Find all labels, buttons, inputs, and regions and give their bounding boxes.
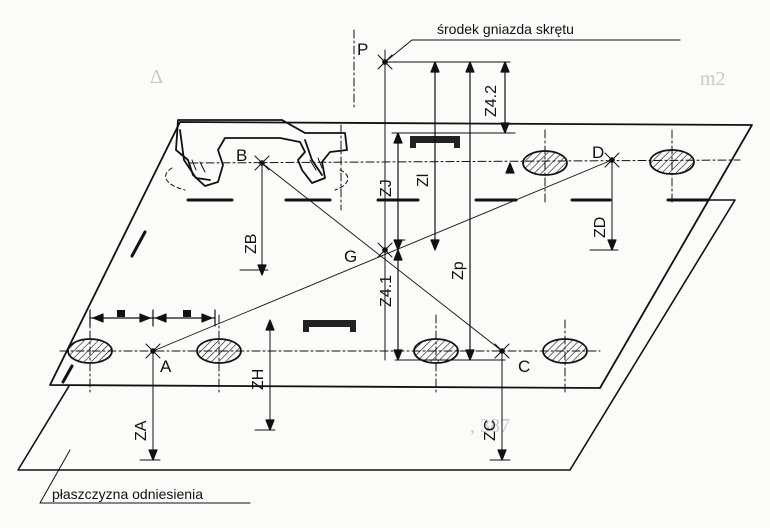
svg-text:m2: m2 — [700, 68, 726, 90]
upper-plate — [49, 121, 753, 389]
dim-label-Z4-1: Z4.1 — [378, 275, 395, 307]
caption-steering-socket-center: środek gniazda skrętu — [437, 21, 574, 37]
dim-label-Z4-2: Z4.2 — [483, 85, 500, 117]
dim-label-ZD: ZD — [592, 217, 609, 238]
label-A: A — [160, 357, 172, 376]
edge-mark-lower — [61, 364, 74, 384]
label-G: G — [344, 247, 357, 266]
horizontal-dimension-A — [89, 309, 216, 327]
label-B: B — [236, 146, 247, 165]
rail-profile — [165, 119, 349, 191]
diagonals — [152, 159, 613, 352]
dim-label-Zl: Zl — [415, 174, 432, 187]
center-lines — [59, 29, 741, 396]
svg-text:, 387: , 387 — [470, 415, 510, 437]
dim-label-ZH: ZH — [250, 369, 267, 390]
dimension-arrows — [148, 61, 617, 461]
label-C: C — [518, 357, 530, 376]
dim-label-ZA: ZA — [133, 420, 150, 441]
edge-mark-upper — [130, 230, 147, 258]
label-D: D — [592, 143, 604, 162]
clamp-plate-bottom — [303, 320, 356, 332]
dim-label-ZC: ZC — [482, 420, 499, 441]
svg-text:Δ: Δ — [150, 66, 163, 88]
dim-label-Zp: Zp — [450, 261, 467, 280]
caption-leader-bottom — [39, 449, 251, 504]
label-P: P — [357, 40, 368, 59]
caption-reference-plane: płaszczyzna odniesienia — [52, 486, 203, 502]
dimension-labels: Z4.2 ZJ Zl Zp ZB ZD Z4.1 ZH ZA ZC — [133, 85, 609, 441]
vertical-lines — [152, 49, 613, 461]
dim-label-ZB: ZB — [243, 234, 260, 254]
dim-label-ZJ: ZJ — [378, 179, 395, 197]
point-labels: P B D G A C — [160, 40, 604, 376]
caption-leader-top — [384, 39, 681, 63]
